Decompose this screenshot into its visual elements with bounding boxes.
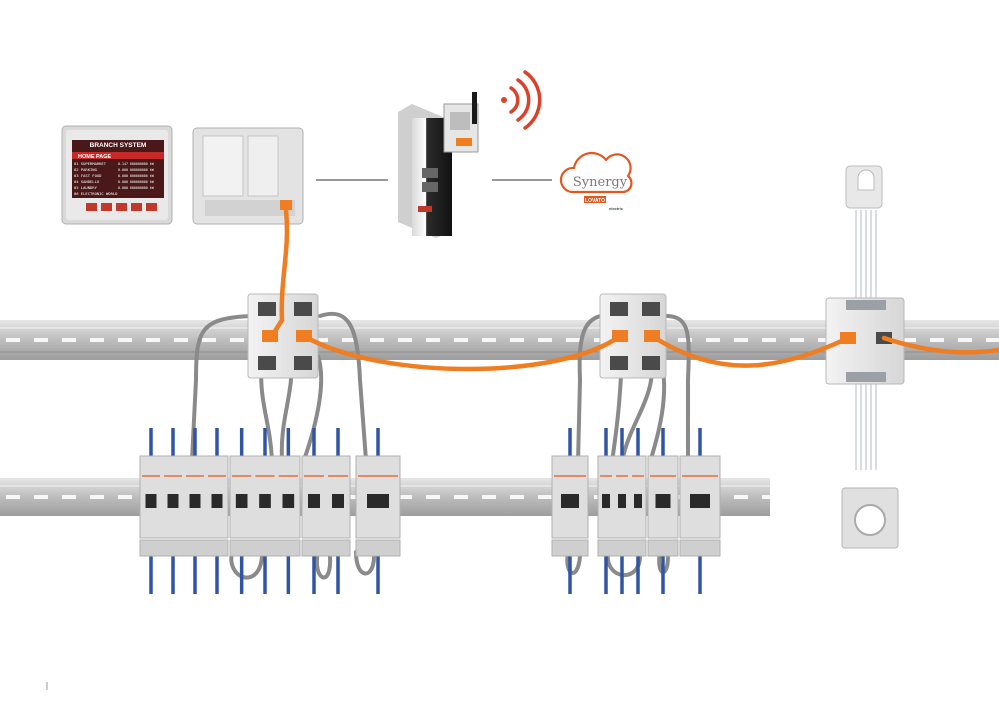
concentrator-2 [599, 293, 667, 379]
breaker-handle [235, 494, 248, 508]
hmi-row-value: 0.147 000000000 kW [118, 162, 154, 166]
breaker-handle [308, 494, 320, 508]
hmi-row-label: 01 SUPERMARKET [74, 161, 107, 166]
breaker-handle [690, 494, 710, 508]
cloud-icon: Synergy LOVATO electric [559, 151, 633, 211]
breaker-handle [602, 494, 610, 508]
wireless-module [443, 92, 479, 153]
hmi-row-label: 04 SANDELLO [74, 179, 100, 184]
breaker-module [355, 455, 401, 557]
hmi-row-value: 0.000 000000000 kW [118, 174, 154, 178]
breaker-module [229, 455, 301, 557]
split-core-sensor [845, 165, 883, 209]
hmi-home-label: HOME PAGE [78, 154, 112, 160]
sensor-wires [855, 210, 877, 470]
breaker-handle [211, 494, 223, 508]
hmi-rows: 01 SUPERMARKET 0.147 000000000 kW 02 PAR… [74, 161, 154, 196]
breaker-handle [332, 494, 344, 508]
antenna-icon [472, 92, 477, 124]
breaker-module [679, 455, 721, 557]
hmi-row-label: 03 FAST FOOD [74, 173, 102, 178]
cloud-brand: Synergy [573, 175, 628, 190]
hmi-row-value: 0.000 000000000 kW [118, 186, 154, 190]
breaker-handle [367, 494, 389, 508]
breaker-handle [634, 494, 642, 508]
hmi-row-value: 0.000 000000000 kW [118, 180, 154, 184]
breaker-handle [561, 494, 579, 508]
hmi-screen [72, 140, 164, 198]
lovato-logo [584, 196, 606, 203]
breaker-handle [145, 494, 157, 508]
breaker-handle [259, 494, 271, 508]
breaker-handle [282, 494, 295, 508]
hmi-row-label: 06 ELECTRONIC WORLD [74, 191, 118, 196]
breaker-module [551, 455, 589, 557]
hmi-rear-module [192, 127, 304, 225]
breaker-module [139, 455, 229, 557]
wifi-signal-icon [501, 70, 542, 130]
breaker-handle [618, 494, 626, 508]
ethernet-cables [269, 207, 999, 372]
logo-sub: electric [609, 206, 624, 211]
hmi-keypad [86, 203, 157, 211]
logo-text: LOVATO [585, 198, 605, 204]
breaker-handle [655, 494, 671, 508]
hmi-title: BRANCH SYSTEM [90, 142, 147, 149]
hmi-row-value: 0.000 000000000 kW [118, 168, 154, 172]
breaker-module [301, 455, 351, 557]
breaker-module [647, 455, 679, 557]
hmi-row-label: 02 PARKING [74, 167, 98, 172]
breaker-groups [139, 455, 721, 557]
breaker-handle [167, 494, 179, 508]
breaker-module [597, 455, 647, 557]
hmi-display: BRANCH SYSTEM HOME PAGE 01 SUPERMARKET 0… [61, 125, 173, 225]
hmi-row-label: 05 LAUNDRY [74, 185, 98, 190]
breaker-handle [189, 494, 201, 508]
current-transformer [841, 487, 899, 549]
blue-wires [149, 428, 702, 594]
